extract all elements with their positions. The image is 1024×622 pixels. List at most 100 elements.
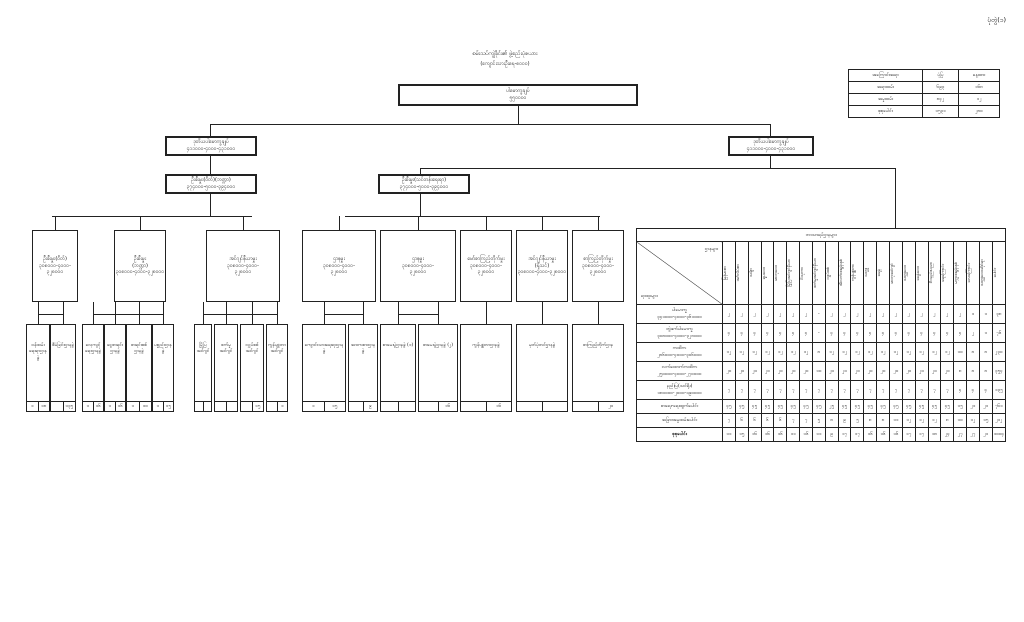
dept-row-label-cell: စာရေး-ရေးထွက်ပေါင်း — [635, 399, 724, 414]
dept-cell: ၁၂ — [940, 342, 955, 362]
unit-box-6: မြို့ပြ အင်ဂျင် — [194, 324, 212, 412]
unit-count — [541, 402, 568, 411]
mid-center-box-2-scale: ၃၂၈၀၀၀ — [477, 269, 495, 276]
dept-cell: ၁၂ — [722, 342, 736, 362]
dept-cell: ၇ — [747, 380, 762, 400]
dept-table-row: တွဲဖက်ပါမောက္ခ၃၀၈၀၀၀-၄၀၀၀-၃၂၈၀၀၀၄၄၄၄၄၄၄-… — [635, 323, 1007, 343]
summary-cell: နေ့ထား — [958, 69, 1000, 82]
dept-cell: ၇ — [914, 380, 929, 400]
dept-column-label: လေကြောင်း — [967, 263, 973, 283]
dept-cell: ၁၆ — [773, 427, 788, 442]
unit-count — [195, 402, 203, 411]
mid-left-box-0-scale: ၃၂၈၀၀၀ — [46, 269, 64, 276]
dept-cell: ၈ — [978, 342, 993, 362]
dept-cell: ၁၆ — [888, 427, 903, 442]
dept-cell: ၄၅ — [850, 399, 865, 414]
mid-center-box-0: ဌာနမှူး၃၀၈၀၀၀-၄၀၀၀-၃၂၈၀၀၀ — [302, 230, 376, 302]
dept-cell: ၁၀ — [811, 361, 826, 381]
mid-center-box-3-title: အင်ဂျင်နီယာမှူး — [528, 255, 556, 262]
mid-center-box-0-scale: ၃၂၈၀၀၀ — [330, 269, 348, 276]
unit-label: ဝန်ထမ်းရေးရာဌာနခွဲ — [29, 343, 47, 361]
dept-cell: ၂၀ — [888, 361, 903, 381]
mid-left-box-2-scale: ၃၂၈၀၀၀ — [234, 269, 252, 276]
unit-count: ၁၃၅ — [62, 402, 76, 411]
dept-cell: ၄ — [760, 323, 775, 343]
unit-box-0: ဝန်ထမ်းရေးရာဌာနခွဲ၁၁၈ — [26, 324, 50, 412]
dept-cell: ၂၁ — [978, 399, 993, 414]
dept-cell: ၁၂ — [914, 413, 929, 428]
dept-cell: ၃၅၄ — [991, 361, 1007, 381]
dept-table: ဘာသာရပ်ဌာနများဌာနများရာထူးများမြန်မာစာအင… — [635, 228, 1007, 442]
registrar-box-mid: ဦးစီးမှူး(သင်တန်းရေးရာ) ၃၇၄၀၀၀-၅၀၀၀-၃၉၄၀… — [378, 174, 470, 194]
summary-cell: ၁၅၃၁ — [921, 105, 960, 118]
dept-cell: ၈ — [940, 413, 955, 428]
summary-cell: ၆၉၃ — [921, 81, 960, 94]
dept-cell: ၂၀ — [876, 361, 890, 381]
dept-cell: ၂ — [927, 304, 942, 324]
dept-cell: ၇ — [722, 380, 736, 400]
dept-cell: ၂ — [722, 304, 736, 324]
mid-center-box-0-scale: ၃၀၈၀၀၀-၄၀၀၀- — [323, 262, 355, 269]
dept-column-label: စက်မှုအင်ဂျင်နီယာ — [812, 258, 818, 288]
dept-column-header: ရေနံဗေဒ — [914, 241, 929, 305]
dept-column-label: မြန်မာစာ — [723, 265, 729, 281]
mid-center-box-4-scale: ၃၂၈၀၀၀ — [589, 269, 607, 276]
dept-row-label: စုစုပေါင်း — [672, 432, 687, 437]
dept-cell: ၂၃၀ — [991, 342, 1007, 362]
dept-cell: ၁၂ — [863, 342, 878, 362]
dept-column-header: ရူပဗေဒ — [760, 241, 775, 305]
unit-count: ၁၀ — [138, 402, 152, 411]
dept-column-header: သတ္တုဗေဒ — [901, 241, 916, 305]
dept-table-row: အခြားအမှုထမ်းပေါင်း၇၆၆၆၆၇၇၅၈၉၅၈၈၁၁၁၂၁၂၁၂… — [635, 413, 1007, 428]
unit-count — [215, 402, 226, 411]
dept-row-label: အခြားအမှုထမ်းပေါင်း — [661, 418, 698, 423]
dept-cell: ၇ — [927, 380, 942, 400]
dept-cell: ၄ — [978, 380, 993, 400]
dept-cell: ၄၅ — [747, 399, 762, 414]
dept-cell: ၄၅ — [927, 399, 942, 414]
mid-left-box-2: အင်ဂျင်နီယာမှူး၃၀၈၀၀၀-၄၀၀၀-၃၂၈၀၀၀ — [206, 230, 280, 302]
mid-center-box-2-title: မော်စာကြည့်တိုက်မှူး — [467, 255, 505, 262]
dept-cell: ၄ — [953, 323, 968, 343]
dept-cell: ၇ — [824, 380, 839, 400]
dept-cell: ၂ — [966, 323, 980, 343]
dept-table-row: ပါမောက္ခ၃၄၁၀၀၀-၄၀၀၀-၃၆၁၀၀၀၂၂၂၂၂၂၂-၂၂၂၂၂၂… — [635, 304, 1007, 324]
unit-box-3: ငွေစာရင်းဌာနခွဲ၁၁၆ — [104, 324, 126, 412]
dept-cell: ၄၅ — [940, 399, 955, 414]
dept-cell: ၂၇ — [953, 427, 968, 442]
dept-cell: ၄ — [901, 323, 916, 343]
mid-center-box-3-scale: ၃၀၈၀၀၀-၄၀၀၀-၃၂၈၀၀၀ — [517, 269, 567, 276]
unit-count: ၁၅ — [251, 402, 264, 411]
dept-column-label: သတ္တု — [864, 268, 870, 278]
deputy-right-scale: ၄၁၁၀၀၀-၄၀၀၀-၄၃၁၀၀၀ — [746, 146, 796, 152]
dept-cell: ၇ — [799, 413, 813, 428]
unit-label: စာရင်းစစ်ဌာနခွဲ — [131, 343, 147, 355]
dept-column-header: သတ္တု — [863, 241, 878, 305]
dept-cell: ၄၅ — [799, 399, 813, 414]
dept-column-header: ရေနံ — [876, 241, 890, 305]
dept-cell: ၂၅ — [824, 399, 839, 414]
registrar-box-left: ဦးစီးမှူး(ဝိတ်)(ဘဏ္ဍာ) ၃၇၄၀၀၀-၅၀၀၀-၃၉၄၀၀… — [165, 174, 257, 194]
dept-header-left: ရာထူးများ — [641, 294, 658, 299]
mid-left-box-1-title: ဦးစီးမှူး — [133, 255, 147, 262]
dept-column-label: ကွန်ပျူတာ — [851, 264, 857, 282]
unit-count: ၁၅ — [162, 402, 174, 411]
mid-center-box-3-scale: (ရှိသင်) — [534, 262, 550, 269]
mid-left-box-2-scale: ၃၀၈၀၀၀-၄၀၀၀- — [227, 262, 259, 269]
mid-left-box-0-title: ဦးစီးမှူး(ဝိတ်) — [43, 255, 67, 262]
dept-cell: ၄ — [863, 323, 878, 343]
mid-center-box-3: အင်ဂျင်နီယာမှူး(ရှိသင်)၃၀၈၀၀၀-၄၀၀၀-၃၂၈၀၀… — [516, 230, 568, 302]
dept-row-label-cell: ကထိက၂၈၆၀၀၀-၄၀၀၀-၃၀၆၀၀၀ — [635, 342, 724, 362]
dept-cell: ၇ — [876, 380, 890, 400]
dept-cell: ၇ — [863, 380, 878, 400]
dept-cell: ၄၅ — [901, 399, 916, 414]
dept-cell: ၂ — [914, 304, 929, 324]
unit-box-13: စာမေးပွဲဌာနခွဲ (၂)၁၆ — [418, 324, 458, 412]
dept-column-header: ဓာတုအင်ဂျင် — [888, 241, 903, 305]
dept-column-label: အင်္ဂလိပ်စာ — [735, 264, 741, 282]
dept-cell: ၄ — [953, 380, 968, 400]
dept-row-label-cell: ပါမောက္ခ၃၄၁၀၀၀-၄၀၀၀-၃၆၁၀၀၀ — [635, 304, 724, 324]
dept-cell: ၁၂ — [734, 342, 749, 362]
dept-column-header: စက်မှုအင်ဂျင်နီယာ — [811, 241, 826, 305]
unit-count — [202, 402, 212, 411]
